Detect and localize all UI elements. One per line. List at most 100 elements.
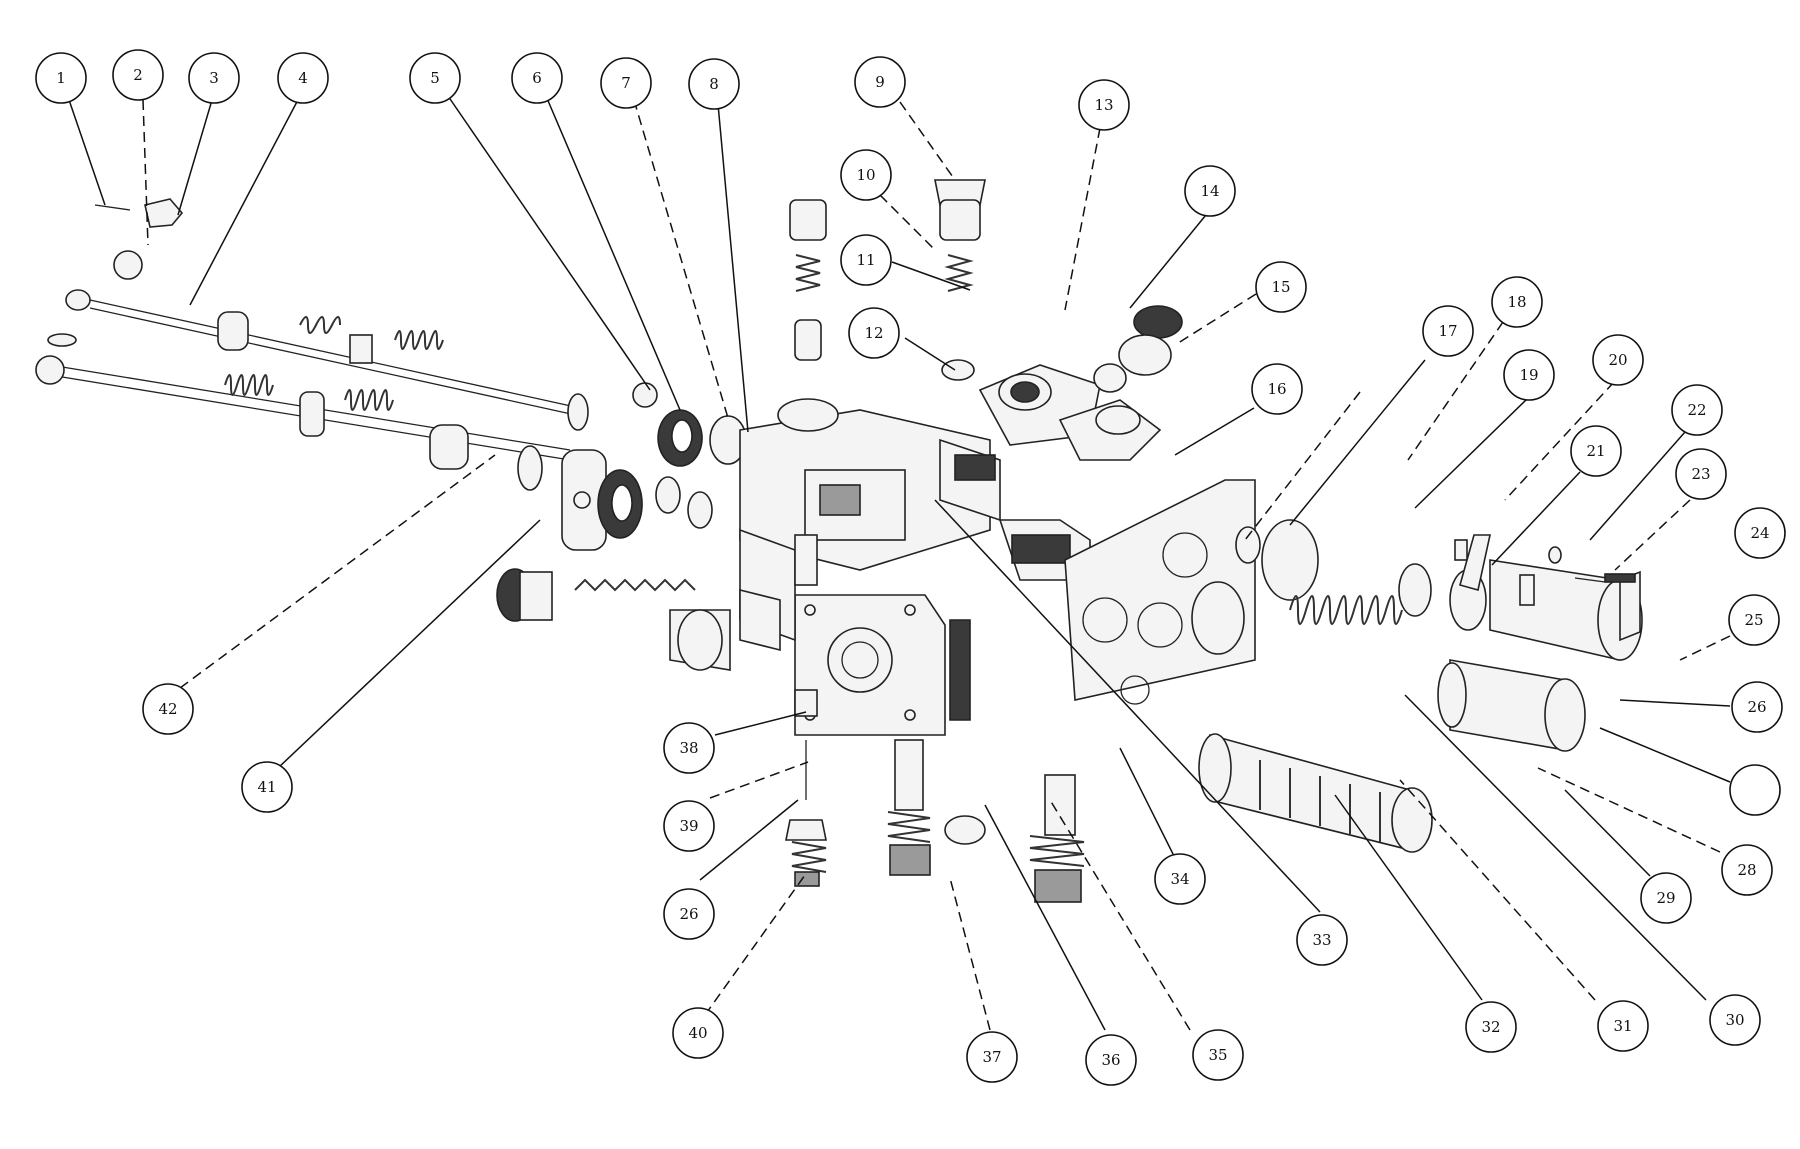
callout-23-label: 23	[1691, 465, 1710, 483]
callout-6-label: 6	[532, 69, 542, 87]
leader-22	[1589, 431, 1686, 541]
callout-10-label: 10	[856, 166, 875, 184]
callout-20: 20	[1592, 334, 1644, 386]
valve-body	[739, 409, 991, 736]
callout-33-label: 33	[1312, 931, 1331, 949]
callout-3-label: 3	[209, 69, 219, 87]
callout-17-label: 17	[1438, 322, 1457, 340]
leader-30	[1404, 694, 1707, 1001]
callout-16-label: 16	[1267, 380, 1286, 398]
leader-1	[66, 93, 106, 206]
upper-spring-shaft	[65, 289, 589, 431]
leader-21	[1491, 471, 1581, 566]
leader-3	[177, 99, 213, 216]
callout-8: 8	[688, 58, 740, 110]
leader-34	[1119, 747, 1176, 859]
leader-11	[891, 261, 971, 291]
callout-2-label: 2	[133, 66, 143, 84]
callout-41-label: 41	[257, 778, 276, 796]
callout-bubbles: 1 2 3 4 5 6 7 8 9 10 11 12 13 14 15 16 1…	[35, 49, 1786, 1086]
callout-9-label: 9	[875, 73, 885, 91]
callout-35-label: 35	[1208, 1046, 1227, 1064]
leader-8	[717, 103, 749, 433]
callout-7: 7	[600, 57, 652, 109]
callout-32-label: 32	[1481, 1018, 1500, 1036]
callout-24: 24	[1734, 507, 1786, 559]
callout-34-label: 34	[1170, 870, 1189, 888]
callout-34: 34	[1154, 853, 1206, 905]
leader-39	[709, 761, 809, 799]
callout-17: 17	[1422, 305, 1474, 357]
leader-9	[899, 101, 956, 181]
lower-vertical-valves	[785, 534, 1085, 903]
callout-1-label: 1	[56, 69, 66, 87]
leader-18	[1407, 321, 1504, 461]
upper-vertical-valve	[777, 179, 986, 432]
callout-33: 33	[1296, 914, 1348, 966]
callout-10: 10	[840, 149, 892, 201]
leader-16	[1174, 407, 1255, 456]
callout-36-label: 36	[1101, 1051, 1120, 1069]
callout-13: 13	[1078, 79, 1130, 131]
callout-19: 19	[1503, 349, 1555, 401]
callout-4-label: 4	[298, 69, 308, 87]
callout-27	[1729, 764, 1781, 816]
leader-5	[447, 95, 651, 391]
callout-15-label: 15	[1271, 278, 1290, 296]
lower-left-piston	[496, 568, 781, 671]
callout-32: 32	[1465, 1001, 1517, 1053]
leader-36	[984, 804, 1106, 1031]
leader-26	[1619, 699, 1731, 707]
leader-38	[714, 711, 807, 736]
callout-12-label: 12	[864, 324, 883, 342]
leader-2	[142, 99, 149, 246]
callout-30-label: 30	[1725, 1011, 1744, 1029]
leader-unlabeled	[1244, 391, 1361, 541]
callout-7-label: 7	[621, 74, 631, 92]
callout-21: 21	[1570, 425, 1622, 477]
leader-42	[179, 454, 496, 689]
leader-25	[1679, 635, 1731, 661]
leader-28	[1537, 767, 1721, 853]
callout-28-label: 28	[1737, 861, 1756, 879]
lower-right-cylinder	[1198, 733, 1433, 853]
leader-32	[1334, 794, 1483, 1001]
assembly-parts	[35, 179, 1643, 903]
leader-27	[1599, 727, 1731, 783]
leader-33	[934, 499, 1321, 913]
leader-35	[1049, 799, 1191, 1031]
callout-23: 23	[1675, 448, 1727, 500]
leader-12	[904, 337, 956, 371]
leader-41	[277, 519, 541, 769]
callout-8-label: 8	[709, 75, 719, 93]
callout-35: 35	[1192, 1029, 1244, 1081]
leader-14	[1129, 209, 1211, 309]
leader-6	[545, 95, 681, 411]
leader-15	[1174, 293, 1257, 346]
callout-3: 3	[188, 52, 240, 104]
callout-42-label: 42	[158, 700, 177, 718]
callout-leader-lines	[66, 93, 1731, 1031]
callout-19-label: 19	[1519, 366, 1538, 384]
end-flange-seals	[561, 382, 747, 551]
callout-22-label: 22	[1687, 401, 1706, 419]
callout-29: 29	[1640, 872, 1692, 924]
callout-14-label: 14	[1200, 182, 1219, 200]
callout-24-label: 24	[1750, 524, 1769, 542]
leader-40	[704, 874, 806, 1016]
callout-5: 5	[409, 52, 461, 104]
callout-11-label: 11	[856, 251, 875, 269]
callout-4: 4	[277, 52, 329, 104]
callout-2: 2	[112, 49, 164, 101]
callout-30: 30	[1709, 994, 1761, 1046]
callout-39: 39	[663, 800, 715, 852]
callout-22: 22	[1671, 384, 1723, 436]
pin-clip-hardware	[94, 198, 184, 280]
callout-15: 15	[1255, 261, 1307, 313]
leader-7	[633, 99, 729, 419]
leader-10	[879, 194, 936, 251]
callout-1: 1	[35, 52, 87, 104]
callout-12: 12	[848, 307, 900, 359]
callout-26-lower-label: 26	[679, 905, 698, 923]
callout-18-label: 18	[1507, 293, 1526, 311]
